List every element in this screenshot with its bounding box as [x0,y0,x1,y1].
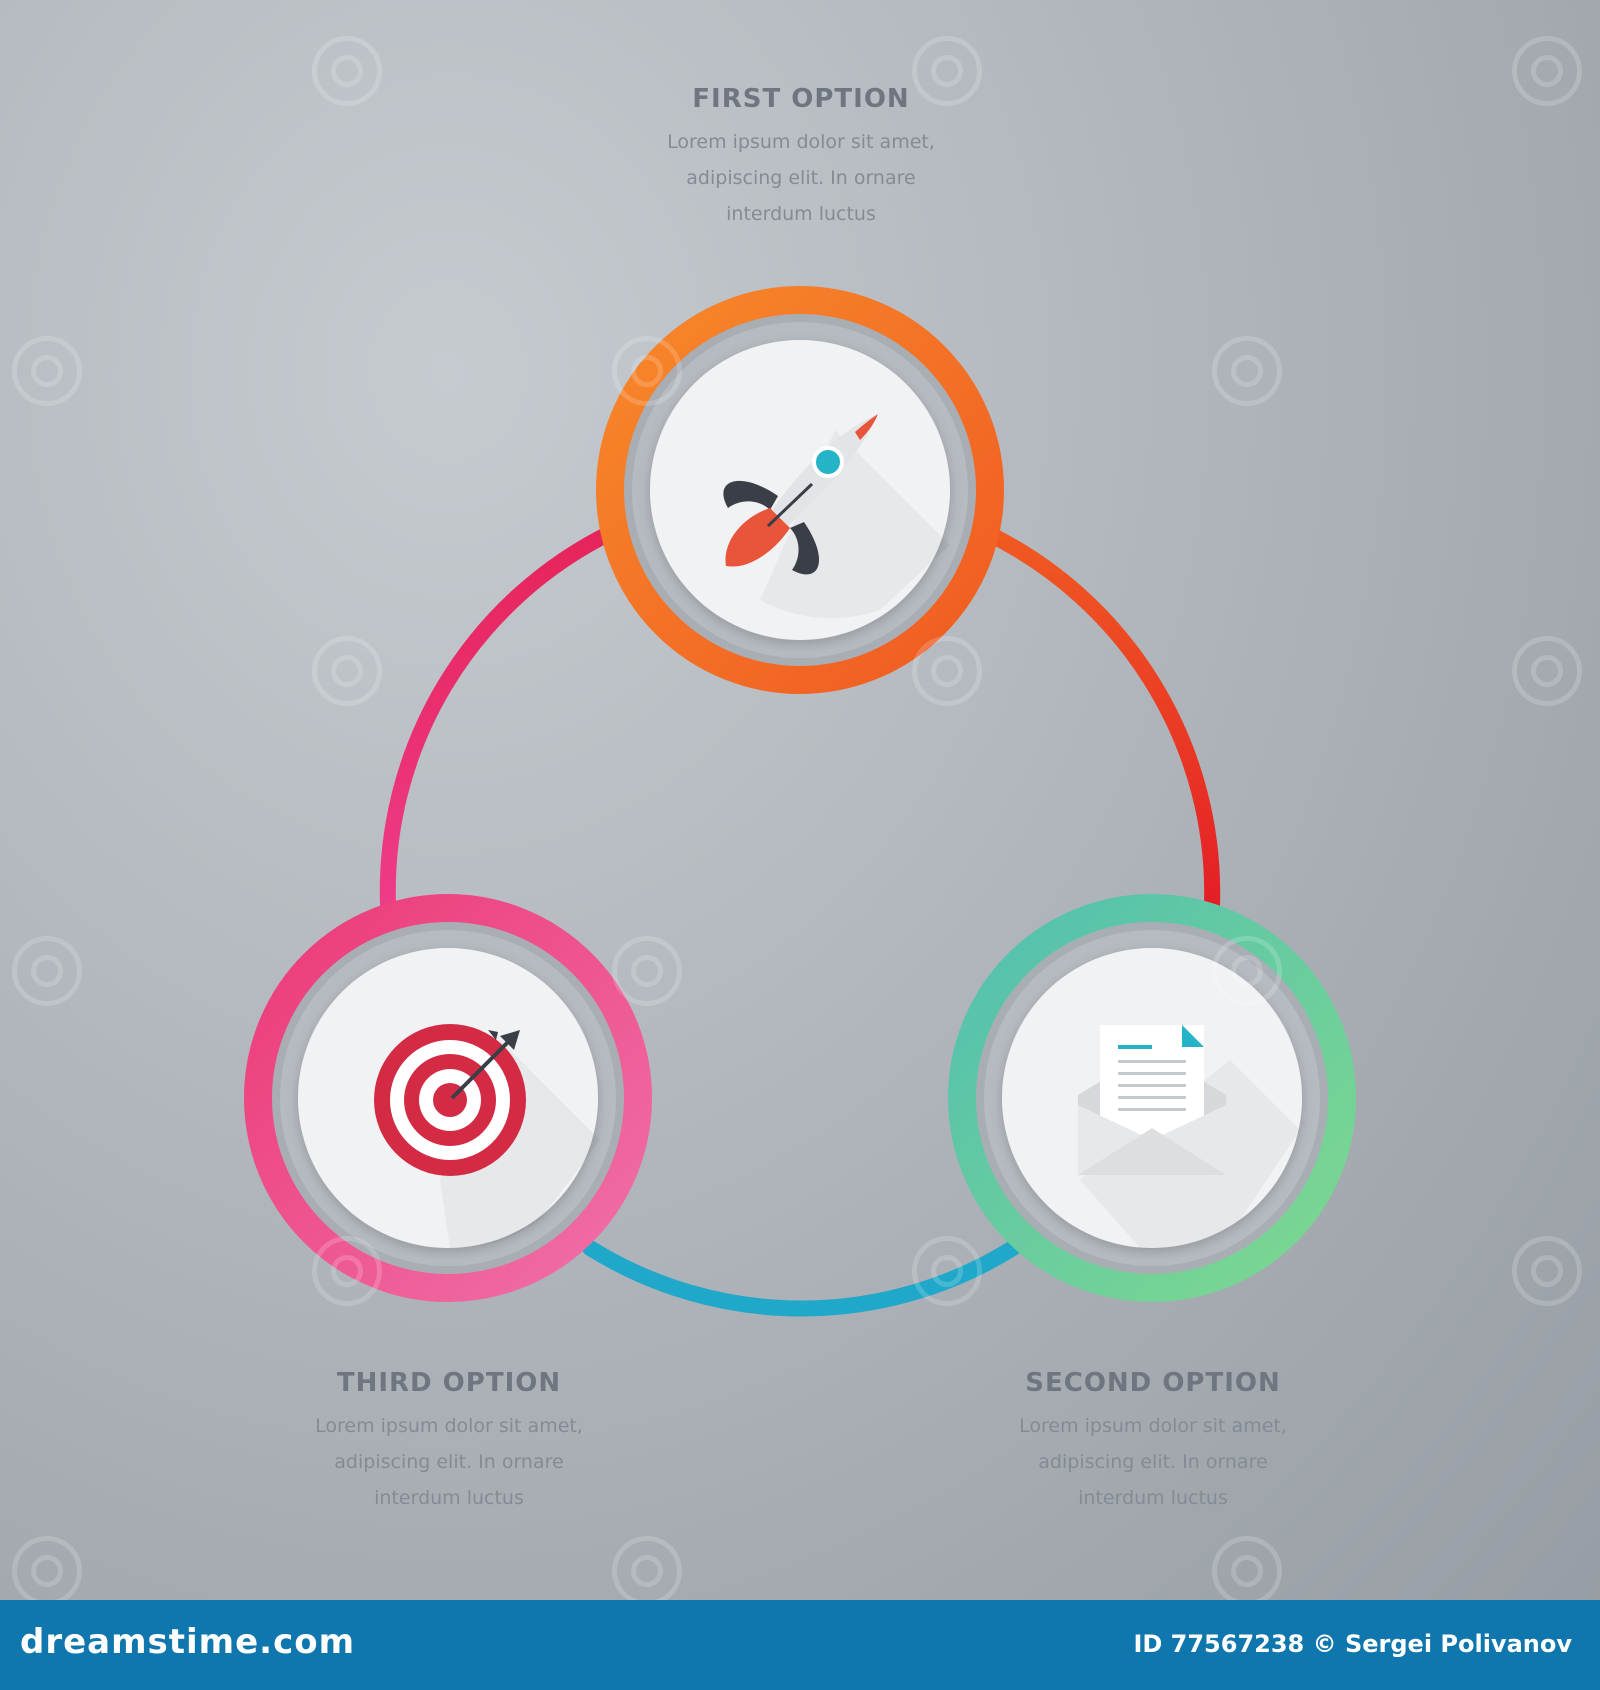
watermark-spiral-icon [612,1536,682,1606]
description-line: interdum luctus [374,1487,524,1509]
description-line: adipiscing elit. In ornare [1038,1451,1268,1473]
envelope-letter-icon [1078,1025,1226,1175]
description-line: adipiscing elit. In ornare [686,167,916,189]
watermark-spiral-icon [1512,1236,1582,1306]
watermark-spiral-icon [1212,936,1282,1006]
connector-third-first [379,524,620,913]
watermark-spiral-icon [1212,1536,1282,1606]
watermark-spiral-icon [912,1236,982,1306]
cycle-diagram-svg [244,286,1356,1317]
description-line: interdum luctus [726,203,876,225]
description-line: interdum luctus [1078,1487,1228,1509]
description-line: Lorem ipsum dolor sit amet, [315,1415,583,1437]
third-option-title: THIRD OPTION [336,1368,562,1398]
watermark-spiral-icon [912,36,982,106]
watermark-spiral-icon [312,1236,382,1306]
watermark-spiral-icon [612,936,682,1006]
watermark-spiral-icon [612,336,682,406]
description-line: Lorem ipsum dolor sit amet, [1019,1415,1287,1437]
node-first-option [596,286,1004,694]
second-option-description: Lorem ipsum dolor sit amet, adipiscing e… [953,1408,1353,1516]
first-option-title: FIRST OPTION [692,84,910,114]
watermark-spiral-icon [312,36,382,106]
diagram-canvas [12,36,1582,1606]
first-option-text: FIRST OPTION Lorem ipsum dolor sit amet,… [601,84,1001,232]
footer-credit: ID 77567238 © Sergei Polivanov [1133,1630,1572,1658]
watermark-spiral-icon [312,636,382,706]
second-option-title: SECOND OPTION [1025,1368,1281,1398]
watermark-spiral-icon [12,936,82,1006]
first-option-description: Lorem ipsum dolor sit amet, adipiscing e… [601,124,1001,232]
watermark-spiral-icon [1512,636,1582,706]
watermark-spiral-icon [1212,336,1282,406]
node-third-option [244,894,652,1302]
footer-bar: dreamstime.com ID 77567238 © Sergei Poli… [0,1600,1600,1690]
watermark-spiral-icon [12,336,82,406]
description-line: Lorem ipsum dolor sit amet, [667,131,935,153]
second-option-text: SECOND OPTION Lorem ipsum dolor sit amet… [953,1368,1353,1516]
description-line: adipiscing elit. In ornare [334,1451,564,1473]
watermark-spiral-icon [12,1536,82,1606]
connector-first-second [977,524,1221,913]
third-option-text: THIRD OPTION Lorem ipsum dolor sit amet,… [249,1368,649,1516]
target-arrow-icon [374,1024,526,1176]
node-second-option [948,894,1356,1302]
rocket-icon [723,414,878,575]
footer-brand-logo: dreamstime.com [20,1622,356,1662]
third-option-description: Lorem ipsum dolor sit amet, adipiscing e… [249,1408,649,1516]
watermark-spiral-icon [912,636,982,706]
watermark-spiral-icon [1512,36,1582,106]
